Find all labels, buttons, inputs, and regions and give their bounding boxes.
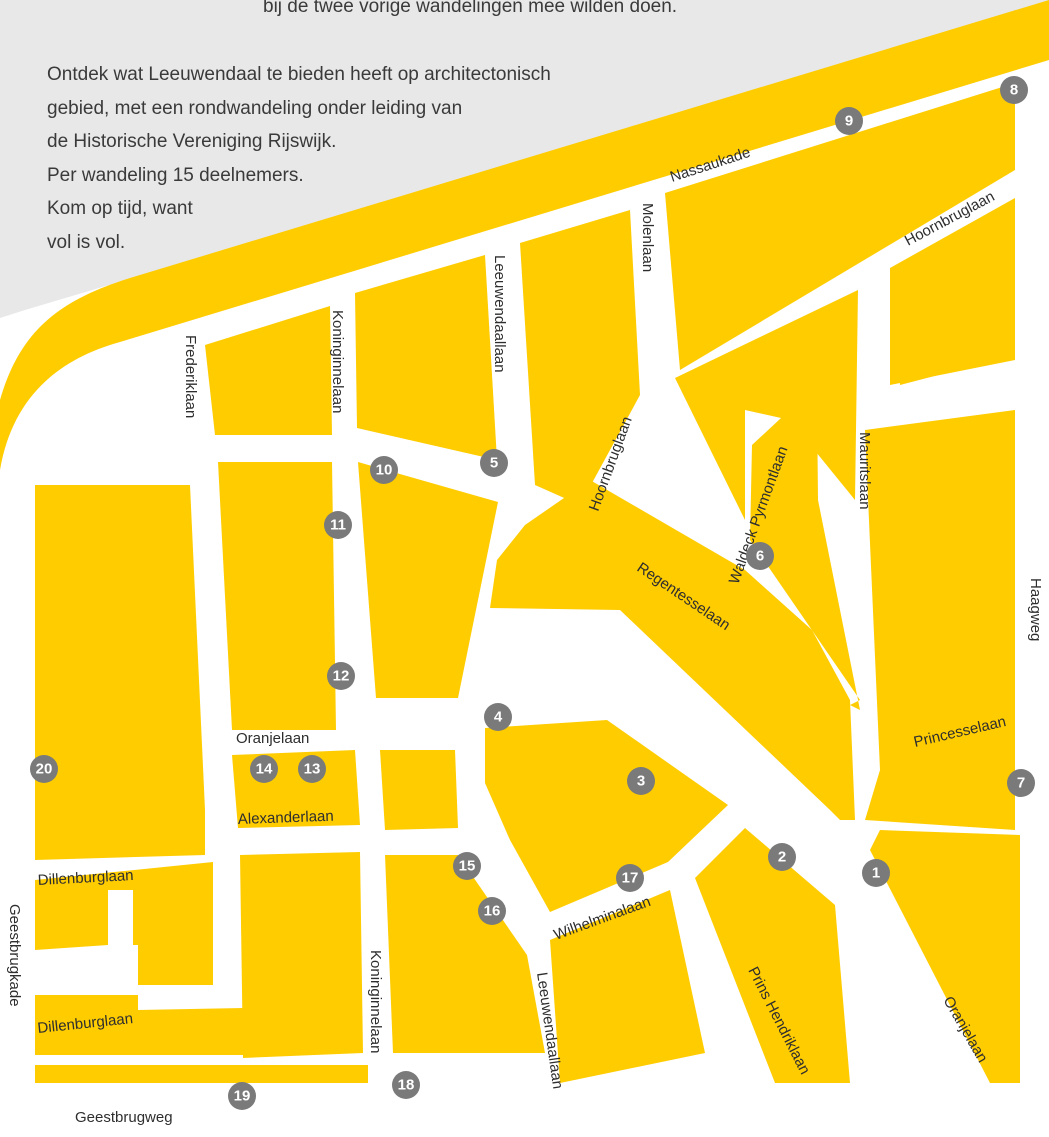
marker-20[interactable]: 20 xyxy=(30,755,58,783)
block-frederik-mid xyxy=(218,462,336,730)
marker-19-label: 19 xyxy=(234,1088,251,1105)
marker-10[interactable]: 10 xyxy=(370,456,398,484)
block-regent-east xyxy=(675,290,858,520)
marker-1[interactable]: 1 xyxy=(862,859,890,887)
block-leeuwendaal-north xyxy=(520,210,640,505)
marker-12-label: 12 xyxy=(333,668,350,685)
marker-15[interactable]: 15 xyxy=(453,852,481,880)
street-koninginnelaan-north: Koninginnelaan xyxy=(329,310,346,413)
marker-8-label: 8 xyxy=(1010,82,1018,99)
intro-line-1: Ontdek wat Leeuwendaal te bieden heeft o… xyxy=(47,64,551,85)
block-oranje-mid xyxy=(380,750,458,830)
intro-line-2: gebied, met een rondwandeling onder leid… xyxy=(47,97,463,119)
marker-7[interactable]: 7 xyxy=(1007,769,1035,797)
marker-5-label: 5 xyxy=(490,455,498,472)
intro-line-3: de Historische Vereniging Rijswijk. xyxy=(47,131,337,152)
marker-4-label: 4 xyxy=(494,709,503,726)
street-frederiklaan: Frederiklaan xyxy=(182,335,199,418)
marker-18[interactable]: 18 xyxy=(392,1071,420,1099)
marker-3[interactable]: 3 xyxy=(627,767,655,795)
block-koningin-north xyxy=(355,255,497,460)
block-koningin-mid xyxy=(358,462,498,698)
marker-6-label: 6 xyxy=(756,548,764,565)
block-waldeck xyxy=(750,400,860,710)
marker-1-label: 1 xyxy=(872,865,880,882)
marker-13[interactable]: 13 xyxy=(298,755,326,783)
block-wilhelmina-north xyxy=(485,720,728,912)
marker-17-label: 17 xyxy=(622,870,639,887)
block-frederik-north xyxy=(205,306,332,435)
route-markers: 1 2 3 4 5 6 7 8 9 10 11 12 13 14 15 16 1… xyxy=(30,76,1035,1110)
marker-14[interactable]: 14 xyxy=(250,755,278,783)
marker-13-label: 13 xyxy=(304,761,321,778)
marker-9-label: 9 xyxy=(845,113,853,130)
marker-11[interactable]: 11 xyxy=(324,511,352,539)
street-geestbrugweg: Geestbrugweg xyxy=(75,1109,173,1126)
block-alexander-south xyxy=(240,852,363,1058)
intro-line-5: Kom op tijd, want xyxy=(47,198,193,219)
block-frederik-west xyxy=(35,485,205,860)
street-molenlaan: Molenlaan xyxy=(639,203,656,272)
block-wilhelmina-south xyxy=(550,890,705,1083)
marker-20-label: 20 xyxy=(36,761,53,778)
marker-17[interactable]: 17 xyxy=(616,864,644,892)
intro-line-6: vol is vol. xyxy=(47,231,126,253)
block-regent-mid xyxy=(490,480,855,820)
marker-11-label: 11 xyxy=(330,517,346,534)
street-haagweg: Haagweg xyxy=(1027,578,1044,641)
block-oranje-se xyxy=(870,830,1020,1083)
marker-7-label: 7 xyxy=(1017,775,1025,792)
intro-text: Ontdek wat Leeuwendaal te bieden heeft o… xyxy=(47,58,667,259)
street-dillenburglaan-north: Dillenburglaan xyxy=(37,867,134,889)
street-oranjelaan-west: Oranjelaan xyxy=(236,730,309,747)
marker-6[interactable]: 6 xyxy=(746,542,774,570)
block-molen xyxy=(665,83,1015,370)
marker-2-label: 2 xyxy=(778,849,786,866)
block-alexander-mid xyxy=(385,855,545,1053)
block-hendrik xyxy=(695,828,850,1083)
intro-top-line: bij de twee vorige wandelingen mee wilde… xyxy=(263,0,678,17)
marker-8[interactable]: 8 xyxy=(1000,76,1028,104)
marker-3-label: 3 xyxy=(637,773,645,790)
marker-14-label: 14 xyxy=(256,761,273,778)
marker-15-label: 15 xyxy=(459,858,476,875)
marker-2[interactable]: 2 xyxy=(768,843,796,871)
marker-4[interactable]: 4 xyxy=(484,703,512,731)
block-haagweg xyxy=(895,200,1015,385)
block-geestbrug-south xyxy=(35,1065,368,1083)
street-leeuwendaallaan-north: Leeuwendaallaan xyxy=(491,255,508,373)
block-princesse xyxy=(865,410,1015,830)
marker-10-label: 10 xyxy=(376,462,393,479)
marker-12[interactable]: 12 xyxy=(327,662,355,690)
intro-line-4: Per wandeling 15 deelnemers. xyxy=(47,164,304,186)
street-koninginnelaan-south: Koninginnelaan xyxy=(367,950,384,1053)
block-dillenburg-south xyxy=(35,995,243,1055)
street-mauritslaan: Mauritslaan xyxy=(856,432,873,510)
street-geestbrugkade: Geestbrugkade xyxy=(6,904,23,1007)
marker-18-label: 18 xyxy=(398,1077,415,1094)
street-alexanderlaan: Alexanderlaan xyxy=(238,808,334,828)
marker-16-label: 16 xyxy=(484,903,501,920)
marker-9[interactable]: 9 xyxy=(835,107,863,135)
marker-19[interactable]: 19 xyxy=(228,1082,256,1110)
marker-16[interactable]: 16 xyxy=(478,897,506,925)
block-dillenburg-north xyxy=(35,862,213,985)
marker-5[interactable]: 5 xyxy=(480,449,508,477)
